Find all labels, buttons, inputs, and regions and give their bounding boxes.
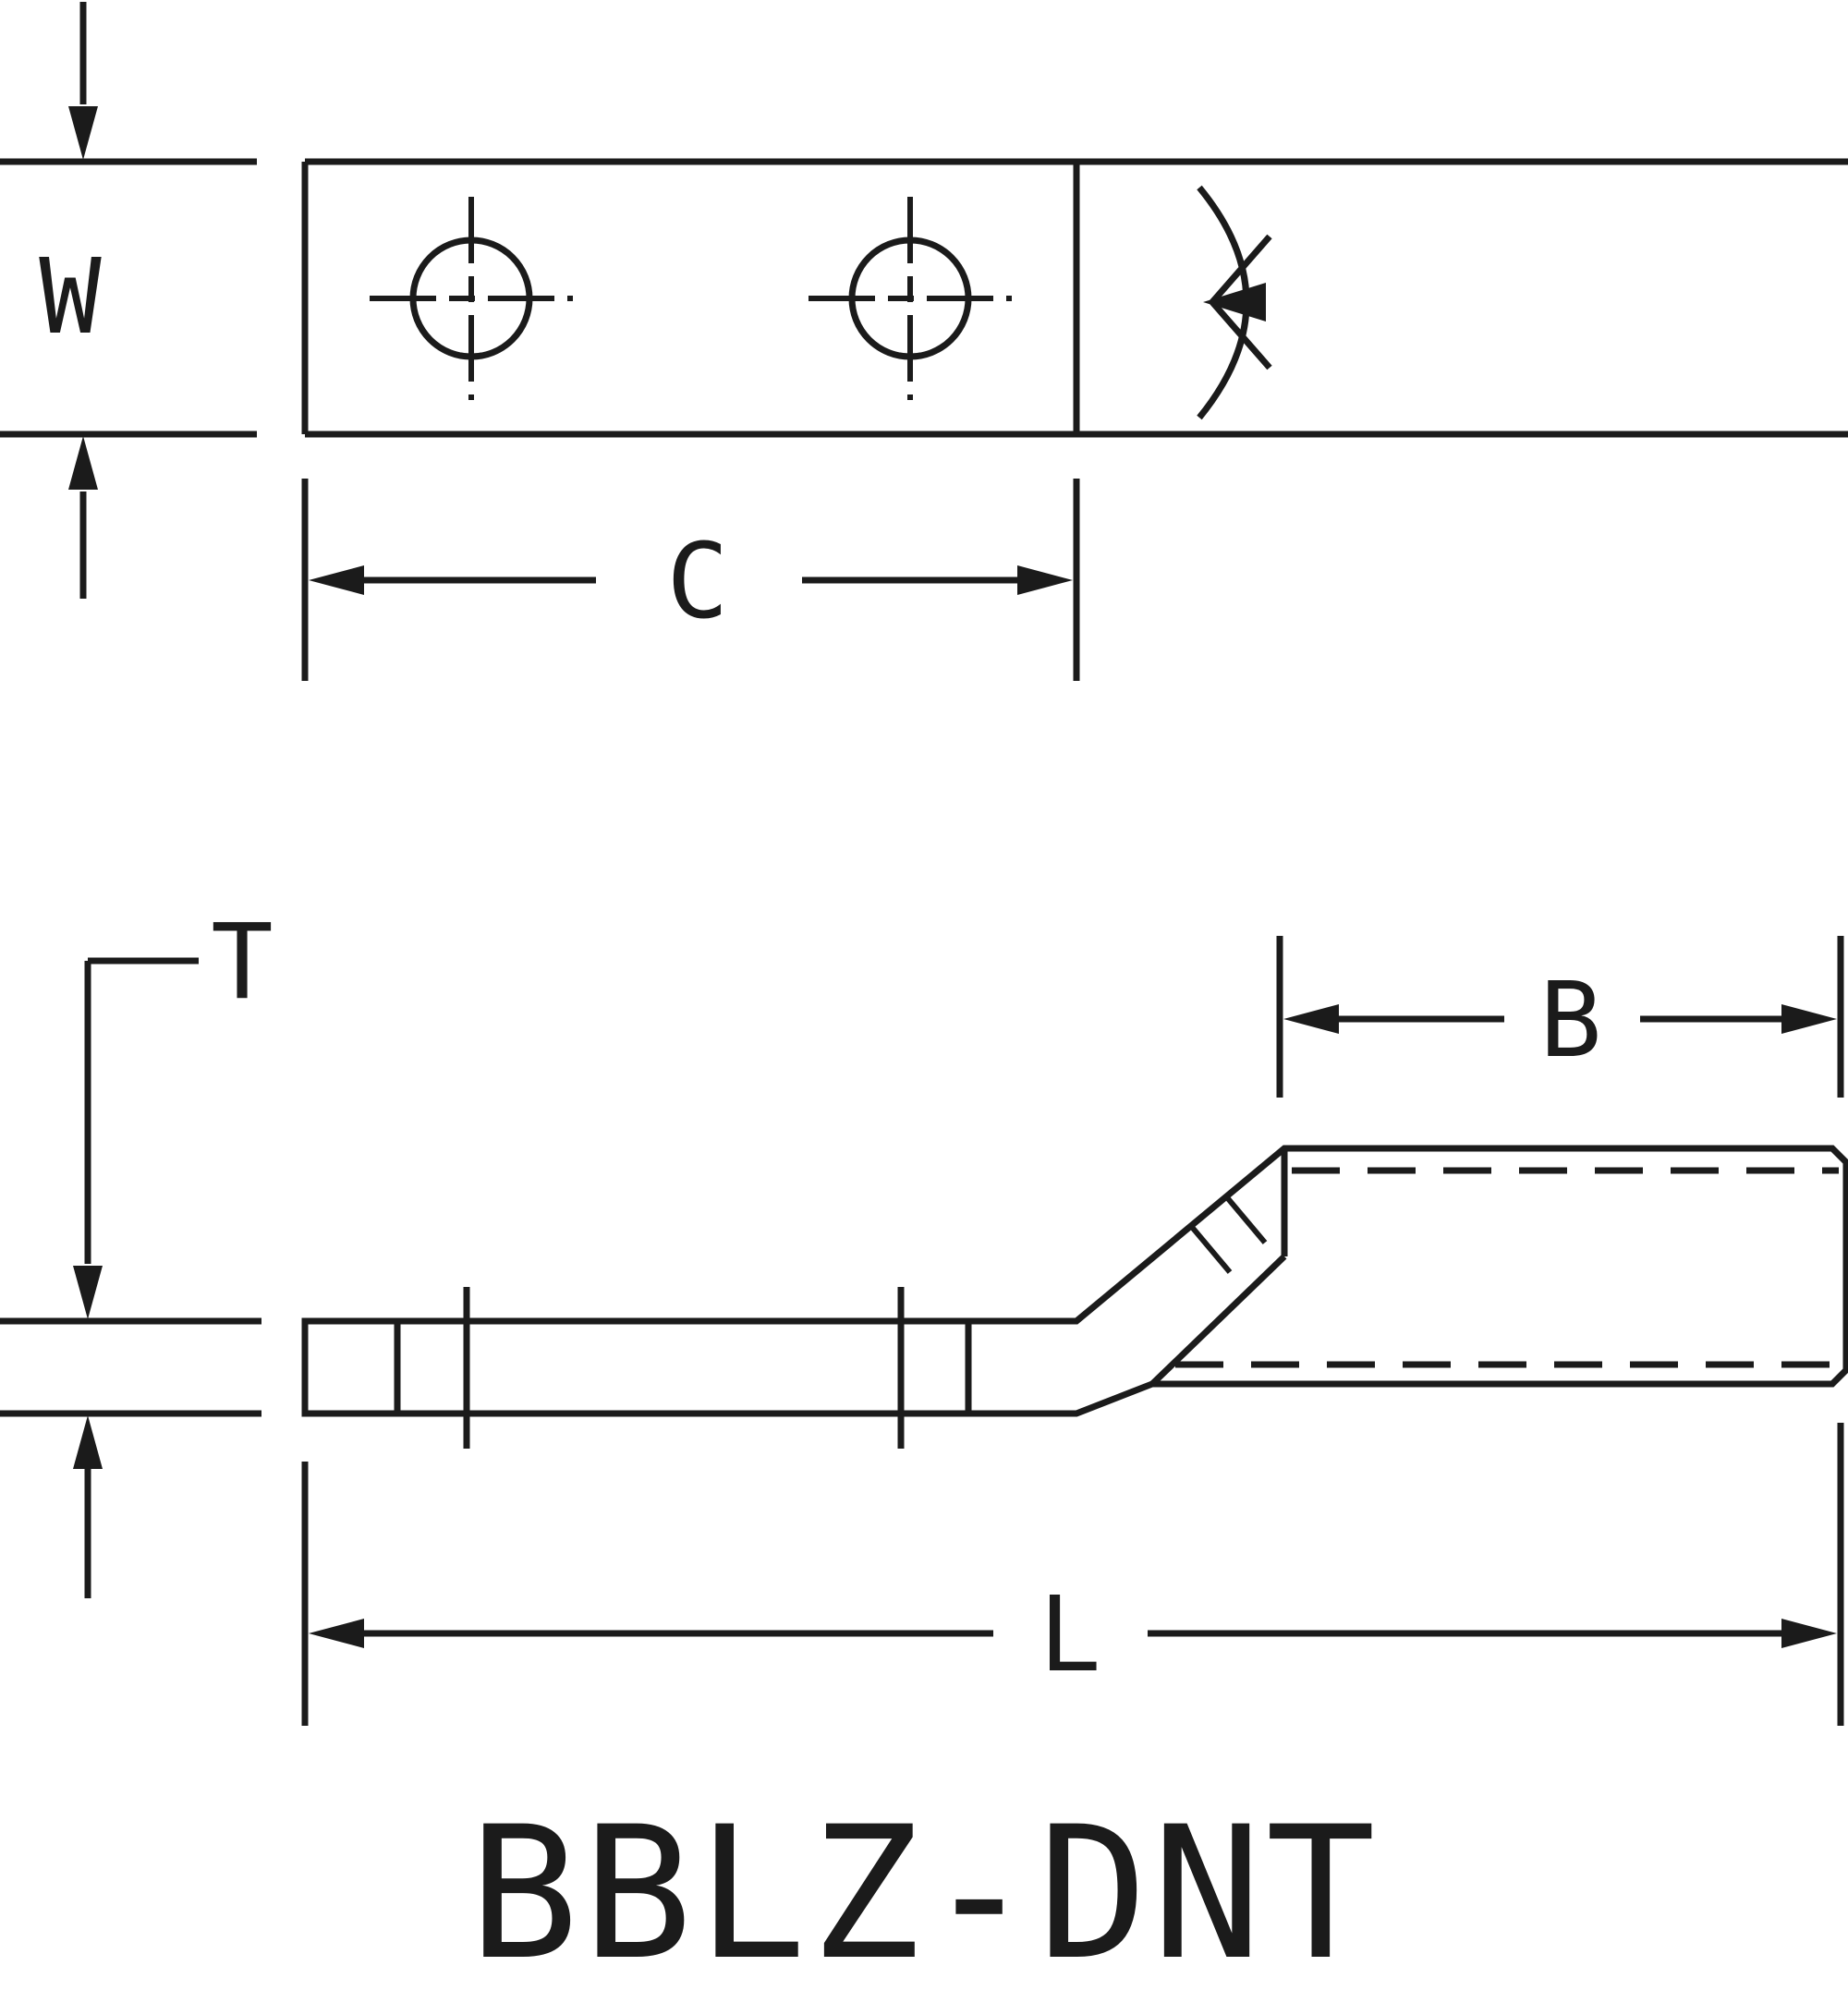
c-dimension-label: C [666,522,728,642]
bolt-hole-1 [370,197,573,400]
c-arrowhead-left-icon [309,565,364,595]
l-dimension-label: L [1039,1575,1100,1695]
dimension-l: L [301,1423,1844,1726]
part-number-title: BBLZ-DNT [468,1787,1380,1990]
dimension-w: W [0,2,257,599]
t-arrowhead-down-icon [73,1266,103,1319]
w-dimension-label: W [39,237,102,358]
l-arrowhead-left-icon [309,1619,364,1648]
transition-inner-diagonal [1149,1254,1287,1387]
transition-facet-tick-1 [1188,1224,1233,1274]
b-arrowhead-left-icon [1283,1004,1339,1034]
dimension-c: C [301,479,1080,681]
crimp-marker-arrowhead-icon [1203,283,1266,322]
t-dimension-label: T [211,903,273,1023]
b-arrowhead-right-icon [1781,1004,1837,1034]
c-arrowhead-right-icon [1017,565,1073,595]
transition-facet-tick-2 [1223,1195,1268,1244]
lug-profile-outline [301,1145,1848,1417]
crimp-marker [1197,185,1272,420]
w-arrowhead-up-icon [68,436,98,490]
top-view [301,158,1848,438]
t-arrowhead-up-icon [73,1415,103,1469]
bolt-hole-2 [808,197,1012,400]
l-arrowhead-right-icon [1781,1619,1837,1648]
w-arrowhead-down-icon [68,106,98,160]
side-view [301,1145,1848,1449]
dimension-t: T [0,903,274,1598]
b-dimension-label: B [1539,961,1601,1081]
dimension-b: B [1276,936,1844,1098]
